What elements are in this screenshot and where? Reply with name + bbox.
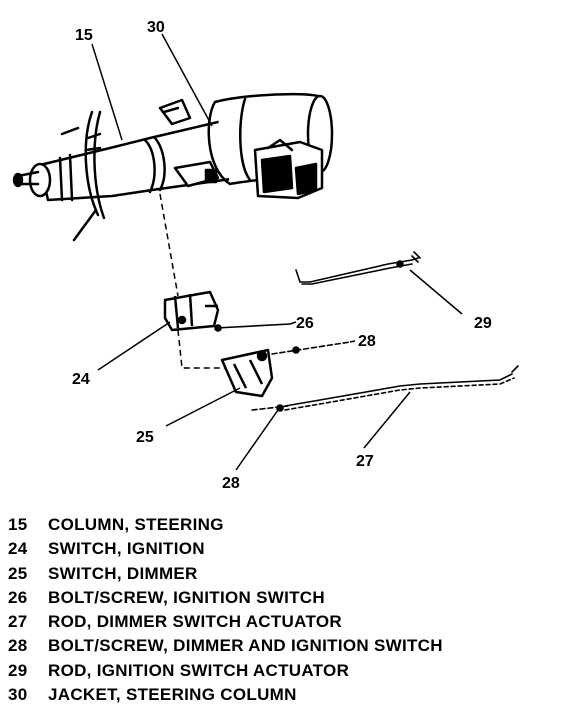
legend-description: COLUMN, STEERING xyxy=(48,515,224,534)
legend-item: 26 BOLT/SCREW, IGNITION SWITCH xyxy=(8,586,568,610)
callout-15: 15 xyxy=(75,27,93,44)
legend-description: ROD, DIMMER SWITCH ACTUATOR xyxy=(48,612,342,632)
legend-description: SWITCH, IGNITION xyxy=(48,539,205,559)
callout-29: 29 xyxy=(474,315,492,332)
rods-and-bolts xyxy=(214,251,519,412)
legend-number: 15 xyxy=(8,515,28,534)
legend-number: 26 xyxy=(8,587,28,607)
alignment-lines xyxy=(159,193,236,369)
legend-description: BOLT/SCREW, DIMMER AND IGNITION SWITCH xyxy=(48,636,443,656)
leader-lines xyxy=(91,33,463,471)
legend-item: 28 BOLT/SCREW, DIMMER AND IGNITION SWITCH xyxy=(8,634,568,658)
legend-number: 24 xyxy=(8,539,28,559)
legend-item: 15 COLUMN, STEERING xyxy=(8,513,568,537)
steering-column-drawing xyxy=(12,92,334,242)
legend-item: 24 SWITCH, IGNITION xyxy=(8,537,568,561)
dimmer-switch-drawing xyxy=(220,348,274,398)
legend-number: 30 xyxy=(8,685,28,705)
legend-item: 27 ROD, DIMMER SWITCH ACTUATOR xyxy=(8,610,568,634)
callout-27: 27 xyxy=(356,453,374,470)
legend-item: 30 JACKET, STEERING COLUMN xyxy=(8,683,568,707)
legend-description: SWITCH, DIMMER xyxy=(48,563,198,583)
callout-24: 24 xyxy=(72,371,90,388)
legend-item: 29 ROD, IGNITION SWITCH ACTUATOR xyxy=(8,659,568,683)
parts-legend: 15 COLUMN, STEERING 24 SWITCH, IGNITION 25… xyxy=(8,513,568,707)
exploded-view-diagram: 15 30 26 28 29 24 25 28 27 xyxy=(12,19,519,492)
legend-number: 29 xyxy=(8,660,28,680)
legend-description: ROD, IGNITION SWITCH ACTUATOR xyxy=(48,660,350,680)
callout-26: 26 xyxy=(296,315,314,332)
callout-28-upper: 28 xyxy=(358,333,376,350)
legend-number: 25 xyxy=(8,563,28,583)
legend-description: JACKET, STEERING COLUMN xyxy=(48,685,297,705)
callout-28-lower: 28 xyxy=(222,475,240,492)
legend-number: 27 xyxy=(8,612,28,632)
ignition-switch-drawing xyxy=(163,290,220,332)
callout-25: 25 xyxy=(136,429,154,446)
legend-number: 28 xyxy=(8,636,28,656)
callout-30: 30 xyxy=(147,19,165,36)
legend-description: BOLT/SCREW, IGNITION SWITCH xyxy=(48,587,325,607)
legend-item: 25 SWITCH, DIMMER xyxy=(8,562,568,586)
